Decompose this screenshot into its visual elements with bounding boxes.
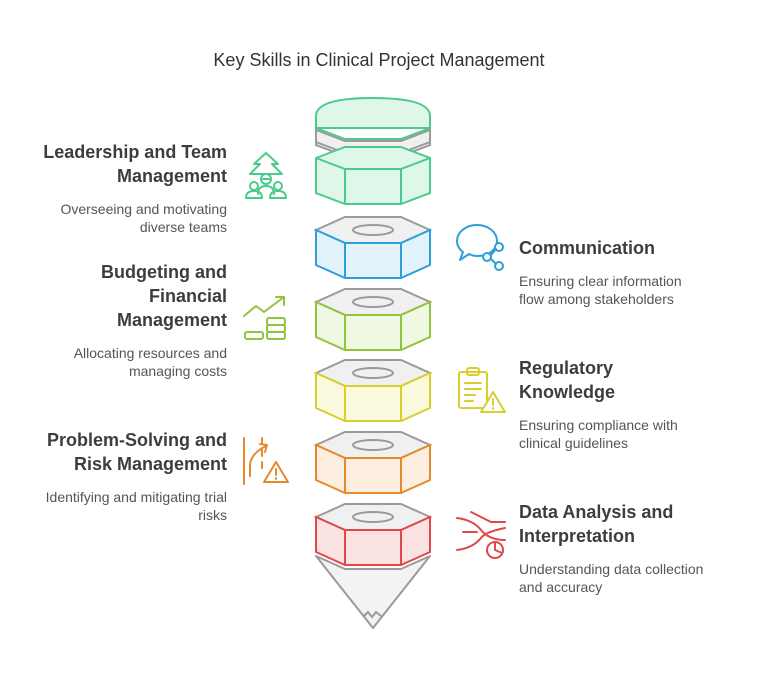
data-analysis-desc-line2: and accuracy: [519, 578, 749, 596]
team-leadership-icon: [240, 150, 292, 202]
problem-solving-segment: [316, 432, 430, 493]
data-analysis-desc-line1: Understanding data collection: [519, 560, 749, 578]
budgeting-desc-line2: managing costs: [0, 362, 227, 380]
problem-solving-heading-line2: Risk Management: [0, 452, 227, 476]
budgeting-desc-line1: Allocating resources and: [0, 344, 227, 362]
data-analysis-heading-line1: Data Analysis and: [519, 500, 749, 524]
regulatory-desc-line1: Ensuring compliance with: [519, 416, 749, 434]
problem-solving-heading-line1: Problem-Solving and: [0, 428, 227, 452]
regulatory-desc-line2: clinical guidelines: [519, 434, 749, 452]
regulatory-heading-line1: Regulatory: [519, 356, 749, 380]
budgeting-description: Allocating resources and managing costs: [0, 344, 227, 380]
leadership-heading-line1: Leadership and Team: [0, 140, 227, 164]
budgeting-segment: [316, 289, 430, 350]
communication-desc-line1: Ensuring clear information: [519, 272, 749, 290]
regulatory-heading: Regulatory Knowledge: [519, 356, 749, 404]
leadership-description: Overseeing and motivating diverse teams: [0, 200, 227, 236]
money-growth-icon: [240, 294, 292, 344]
leadership-desc-line2: diverse teams: [0, 218, 227, 236]
problem-solving-desc-line1: Identifying and mitigating trial: [0, 488, 227, 506]
budgeting-heading: Budgeting and Financial Management: [0, 260, 227, 332]
communication-description: Ensuring clear information flow among st…: [519, 272, 749, 308]
budgeting-heading-line1: Budgeting and: [0, 260, 227, 284]
communication-heading-line1: Communication: [519, 236, 749, 260]
budgeting-heading-line3: Management: [0, 308, 227, 332]
regulatory-description: Ensuring compliance with clinical guidel…: [519, 416, 749, 452]
data-analysis-heading: Data Analysis and Interpretation: [519, 500, 749, 548]
data-flow-chart-icon: [455, 510, 509, 560]
regulatory-heading-line2: Knowledge: [519, 380, 749, 404]
problem-solving-description: Identifying and mitigating trial risks: [0, 488, 227, 524]
pencil-tip: [316, 556, 430, 628]
leadership-heading: Leadership and Team Management: [0, 140, 227, 188]
chat-share-icon: [455, 222, 511, 272]
communication-segment: [316, 217, 430, 278]
data-analysis-description: Understanding data collection and accura…: [519, 560, 749, 596]
communication-desc-line2: flow among stakeholders: [519, 290, 749, 308]
leadership-heading-line2: Management: [0, 164, 227, 188]
data-analysis-heading-line2: Interpretation: [519, 524, 749, 548]
communication-heading: Communication: [519, 236, 749, 260]
problem-solving-heading: Problem-Solving and Risk Management: [0, 428, 227, 476]
leadership-desc-line1: Overseeing and motivating: [0, 200, 227, 218]
budgeting-heading-line2: Financial: [0, 284, 227, 308]
problem-solving-desc-line2: risks: [0, 506, 227, 524]
clipboard-warning-icon: [455, 366, 507, 418]
risk-path-icon: [240, 436, 292, 490]
eraser-cap-segment: [316, 98, 430, 204]
data-analysis-segment: [316, 504, 430, 565]
regulatory-segment: [316, 360, 430, 421]
